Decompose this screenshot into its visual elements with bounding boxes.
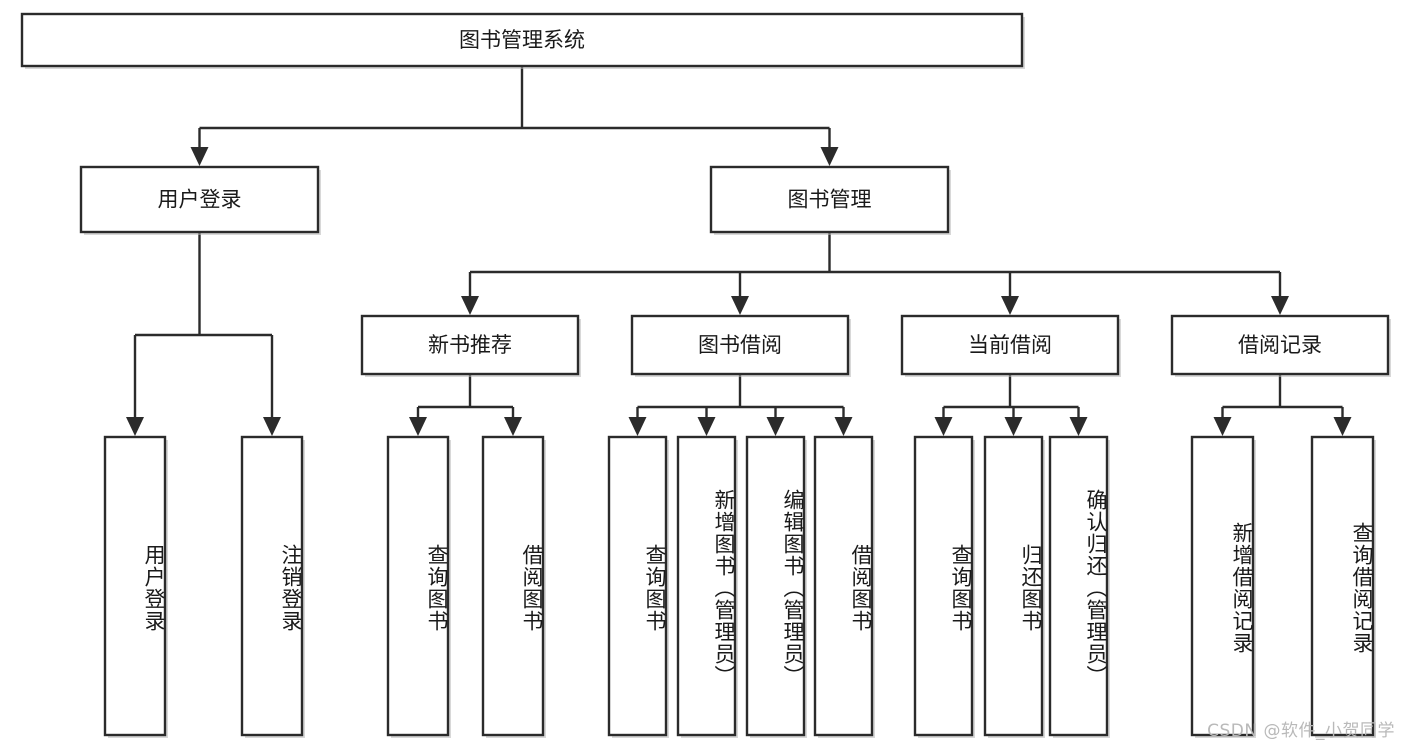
borrow-record-arrow-0 bbox=[1213, 417, 1232, 436]
book-management-arrow-3 bbox=[1271, 296, 1289, 315]
node-current-borrow[interactable] bbox=[900, 314, 1120, 376]
node-user-logout[interactable] bbox=[240, 435, 304, 737]
node-root[interactable] bbox=[20, 12, 1024, 68]
root-arrow-0 bbox=[190, 147, 209, 166]
node-user-login[interactable] bbox=[79, 165, 320, 234]
node-borrow-book-2[interactable] bbox=[813, 435, 874, 737]
node-borrow-record-label: 借阅记录 bbox=[1238, 333, 1322, 357]
book-management-arrow-2 bbox=[1001, 296, 1019, 315]
new-book-recommend-arrow-0 bbox=[409, 417, 427, 436]
current-borrow-arrow-1 bbox=[1004, 417, 1023, 436]
node-return-book[interactable] bbox=[983, 435, 1044, 737]
node-book-management-label: 图书管理 bbox=[788, 188, 872, 212]
node-query-borrow-record[interactable] bbox=[1310, 435, 1375, 737]
watermark: CSDN @软件_小贺同学 bbox=[1207, 721, 1395, 741]
node-book-borrow-label: 图书借阅 bbox=[698, 333, 782, 357]
node-edit-book-admin[interactable] bbox=[745, 435, 806, 737]
current-borrow-arrow-2 bbox=[1069, 417, 1088, 436]
node-current-borrow-label: 当前借阅 bbox=[968, 333, 1052, 357]
connector-layer bbox=[126, 66, 1352, 436]
node-book-borrow[interactable] bbox=[630, 314, 850, 376]
node-new-book-recommend[interactable] bbox=[360, 314, 580, 376]
node-root-label: 图书管理系统 bbox=[459, 28, 585, 52]
node-query-book-3[interactable] bbox=[913, 435, 974, 737]
node-query-book-2[interactable] bbox=[607, 435, 668, 737]
node-user-login-do[interactable] bbox=[103, 435, 167, 737]
new-book-recommend-arrow-1 bbox=[504, 417, 522, 436]
user-login-arrow-0 bbox=[126, 417, 144, 436]
current-borrow-arrow-0 bbox=[934, 417, 953, 436]
node-user-login-label: 用户登录 bbox=[158, 188, 242, 212]
node-add-book-admin[interactable] bbox=[676, 435, 737, 737]
node-new-book-recommend-label: 新书推荐 bbox=[428, 333, 512, 357]
node-query-book-1[interactable] bbox=[386, 435, 450, 737]
node-book-management[interactable] bbox=[709, 165, 950, 234]
node-borrow-record[interactable] bbox=[1170, 314, 1390, 376]
node-add-borrow-record[interactable] bbox=[1190, 435, 1255, 737]
book-management-arrow-0 bbox=[461, 296, 479, 315]
node-borrow-book-1[interactable] bbox=[481, 435, 545, 737]
book-management-arrow-1 bbox=[731, 296, 749, 315]
node-confirm-return-admin[interactable] bbox=[1048, 435, 1109, 737]
root-arrow-1 bbox=[820, 147, 839, 166]
book-borrow-arrow-2 bbox=[766, 417, 785, 436]
book-borrow-arrow-3 bbox=[834, 417, 853, 436]
book-borrow-arrow-0 bbox=[628, 417, 647, 436]
book-borrow-arrow-1 bbox=[697, 417, 716, 436]
user-login-arrow-1 bbox=[263, 417, 281, 436]
borrow-record-arrow-1 bbox=[1333, 417, 1352, 436]
